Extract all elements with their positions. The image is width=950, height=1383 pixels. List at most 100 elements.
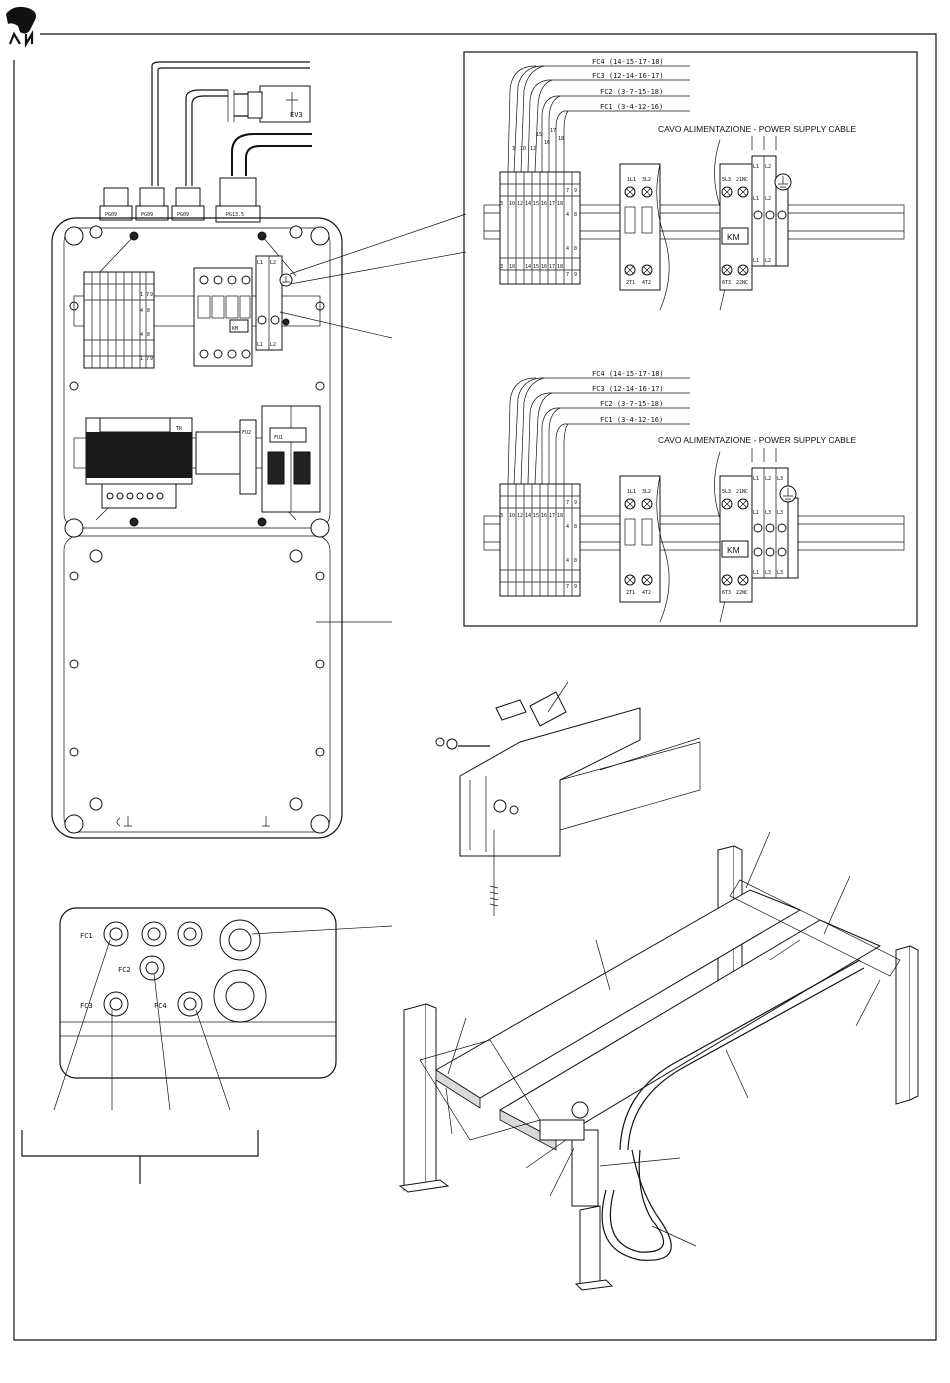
gland-label-fc3: FC3 xyxy=(80,1002,93,1010)
brand-logo-icon xyxy=(6,6,36,48)
svg-text:4: 4 xyxy=(566,524,569,530)
svg-text:L3: L3 xyxy=(765,510,771,516)
svg-text:PG09: PG09 xyxy=(141,212,153,218)
panel-supply-terminal: L2 xyxy=(270,260,276,266)
svg-text:8: 8 xyxy=(147,332,150,338)
svg-text:2T1: 2T1 xyxy=(626,590,635,596)
svg-text:1L1: 1L1 xyxy=(627,177,636,183)
svg-text:10: 10 xyxy=(509,264,515,270)
svg-text:9: 9 xyxy=(574,188,577,194)
svg-text:4T2: 4T2 xyxy=(642,280,651,286)
terminal-number: 17 xyxy=(549,513,555,519)
svg-text:15: 15 xyxy=(533,264,539,270)
lift-assembly xyxy=(398,831,919,1291)
svg-text:L3: L3 xyxy=(777,570,783,576)
svg-text:12: 12 xyxy=(530,146,536,152)
supply-terminal-label: L2 xyxy=(765,164,771,170)
svg-text:L1: L1 xyxy=(753,510,759,516)
gland-label-fc2: FC2 xyxy=(118,966,131,974)
svg-text:3: 3 xyxy=(512,146,515,152)
svg-text:1L1: 1L1 xyxy=(627,489,636,495)
svg-text:21NC: 21NC xyxy=(736,489,748,495)
terminal-number: 7 xyxy=(146,292,149,298)
svg-text:16: 16 xyxy=(544,140,550,146)
svg-text:PG13.5: PG13.5 xyxy=(226,212,244,218)
fuse-main-label: FU1 xyxy=(274,435,283,441)
terminal-number: 8 xyxy=(147,308,150,314)
fuse-aux-label: FU2 xyxy=(242,430,251,436)
svg-text:7: 7 xyxy=(566,272,569,278)
svg-text:4: 4 xyxy=(566,558,569,564)
svg-text:17: 17 xyxy=(549,264,555,270)
earth-symbol-icon xyxy=(774,173,792,191)
svg-text:4: 4 xyxy=(566,246,569,252)
terminal-detail-frame xyxy=(463,51,918,627)
wire-label-fc2: FC2 (3-7-15-18) xyxy=(600,400,663,408)
terminal-number: 18 xyxy=(557,513,563,519)
transformer-label: TR xyxy=(176,426,183,432)
wire-label-fc3: FC3 (12-14-16-17) xyxy=(592,385,664,393)
terminal-number: 10 xyxy=(509,513,515,519)
supply-terminal-label: L2 xyxy=(765,476,771,482)
svg-text:8: 8 xyxy=(574,212,577,218)
detail-top: FC4 (14-15-17-18) FC3 (12-14-16-17) FC2 … xyxy=(483,58,905,311)
power-cable-caption: CAVO ALIMENTAZIONE - POWER SUPPLY CABLE xyxy=(658,124,857,134)
svg-text:18: 18 xyxy=(557,264,563,270)
detail-bottom: FC4 (14-15-17-18) FC3 (12-14-16-17) FC2 … xyxy=(483,370,905,623)
svg-text:1: 1 xyxy=(140,356,143,362)
svg-text:7: 7 xyxy=(146,356,149,362)
svg-text:L1: L1 xyxy=(753,258,759,264)
terminal-number: 14 xyxy=(525,201,531,207)
svg-text:4: 4 xyxy=(566,212,569,218)
terminal-number: 9 xyxy=(150,292,153,298)
wire-label-fc1: FC1 (3-4-12-16) xyxy=(600,416,663,424)
svg-text:L2: L2 xyxy=(270,342,276,348)
svg-text:5L3: 5L3 xyxy=(722,177,731,183)
terminal-number: 18 xyxy=(557,201,563,207)
svg-text:9: 9 xyxy=(574,500,577,506)
exploded-mechanism xyxy=(435,681,701,916)
supply-terminal-label: L1 xyxy=(753,164,759,170)
svg-text:22NC: 22NC xyxy=(736,590,748,596)
svg-text:10: 10 xyxy=(520,146,526,152)
svg-text:16: 16 xyxy=(541,264,547,270)
terminal-number: 15 xyxy=(533,201,539,207)
svg-text:8: 8 xyxy=(574,558,577,564)
supply-terminal-label: L1 xyxy=(753,476,759,482)
svg-text:7: 7 xyxy=(566,500,569,506)
page-frame xyxy=(13,33,937,1341)
supply-terminal-label: L3 xyxy=(777,476,783,482)
svg-text:6T3: 6T3 xyxy=(722,590,731,596)
valve-connector: EV3 xyxy=(247,85,311,123)
earth-symbol-icon xyxy=(779,485,797,503)
terminal-number: 16 xyxy=(541,513,547,519)
wire-label-fc4: FC4 (14-15-17-18) xyxy=(592,58,664,66)
svg-text:22NC: 22NC xyxy=(736,280,748,286)
wire-label-fc4: FC4 (14-15-17-18) xyxy=(592,370,664,378)
svg-text:9: 9 xyxy=(150,356,153,362)
svg-text:5L3: 5L3 xyxy=(722,489,731,495)
svg-text:15: 15 xyxy=(536,132,542,138)
svg-text:4T2: 4T2 xyxy=(642,590,651,596)
panel-contactor-label: KM xyxy=(232,326,238,332)
terminal-number: 1 xyxy=(140,292,143,298)
terminal-number: 12 xyxy=(517,513,523,519)
terminal-number: 16 xyxy=(541,201,547,207)
terminal-number: 10 xyxy=(509,201,515,207)
terminal-number: 15 xyxy=(533,513,539,519)
wire-label-fc1: FC1 (3-4-12-16) xyxy=(600,103,663,111)
terminal-number: 12 xyxy=(517,201,523,207)
svg-text:3L2: 3L2 xyxy=(642,177,651,183)
wire-label-fc2: FC2 (3-7-15-18) xyxy=(600,88,663,96)
svg-text:6T3: 6T3 xyxy=(722,280,731,286)
svg-text:3: 3 xyxy=(500,264,503,270)
svg-text:9: 9 xyxy=(574,584,577,590)
svg-text:7: 7 xyxy=(566,188,569,194)
terminal-number: 17 xyxy=(549,201,555,207)
gland-box: FC1 FC2 FC3 FC4 xyxy=(21,907,393,1184)
terminal-number: 3 xyxy=(500,513,503,519)
valve-label: EV3 xyxy=(290,111,303,119)
